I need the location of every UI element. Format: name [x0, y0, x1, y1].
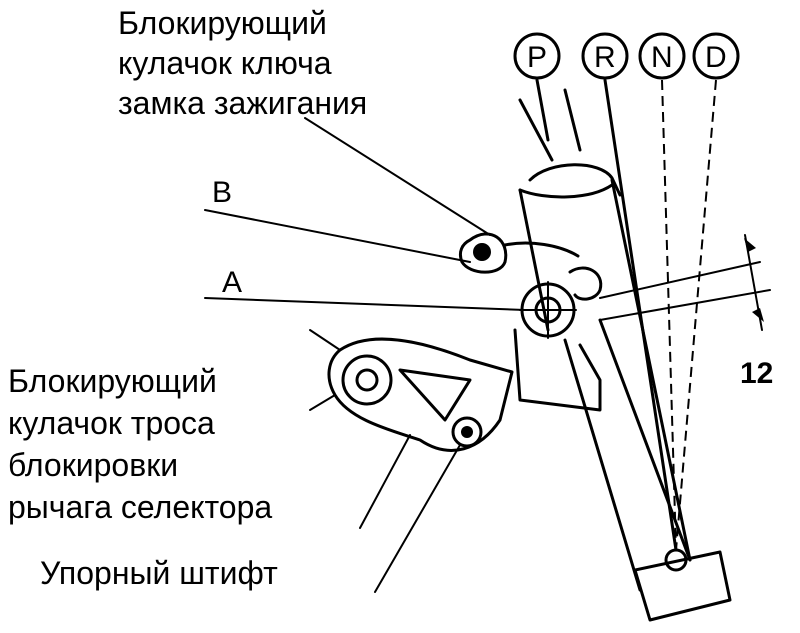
- ignition-cam-line-3: замка зажигания: [118, 85, 367, 121]
- n-line: [661, 79, 677, 551]
- dim-line-upper: [599, 261, 761, 299]
- lever-upper-shaft: [518, 88, 582, 162]
- ignition-key-cam-label: Блокирующий кулачок ключа замка зажигани…: [118, 5, 367, 121]
- lever-knob-top: [528, 163, 622, 197]
- p-line: [535, 78, 550, 142]
- cable-cam-body: [327, 337, 514, 452]
- ignition-cam-body: [458, 232, 508, 274]
- position-marker-n: N: [638, 32, 686, 80]
- point-b-label: B: [212, 176, 232, 209]
- point-a-label: A: [222, 266, 242, 299]
- dimension-label: 12: [740, 357, 773, 390]
- ignition-cam-line-1: Блокирующий: [118, 5, 327, 41]
- dimension-12: [599, 234, 771, 331]
- cable-cam-tick-2: [309, 394, 336, 411]
- cable-cam-line-2: кулачок троса: [8, 405, 215, 441]
- bracket-plate: [513, 328, 602, 412]
- position-letter-d: D: [705, 41, 727, 74]
- cable-cam-hub-inner: [355, 368, 379, 392]
- ignition-cam-pin: [473, 243, 491, 261]
- central-pivot: [513, 266, 603, 412]
- cable-cam: [309, 329, 514, 452]
- stop-pin-center: [461, 426, 473, 438]
- position-marker-p: P: [513, 32, 561, 80]
- d-line: [675, 79, 717, 551]
- lever-body-edges: [518, 178, 692, 562]
- lever-collar: [518, 183, 614, 199]
- cable-cam-line-1: Блокирующий: [8, 363, 217, 399]
- position-circle-d: [692, 32, 740, 80]
- cable-cam-tick-1: [309, 329, 341, 351]
- selector-lever: [518, 88, 732, 622]
- dim-arrow-bottom: [752, 308, 764, 322]
- leader-stop-pin: [374, 444, 461, 593]
- detent-hook: [568, 266, 603, 301]
- cable-cam-line-4: рычага селектора: [8, 489, 272, 525]
- cable-cam-line-3: блокировки: [8, 447, 178, 483]
- position-circle-p: [513, 32, 561, 80]
- cable-cam-label: Блокирующий кулачок троса блокировки рыч…: [8, 363, 272, 525]
- position-circle-n: [638, 32, 686, 80]
- position-letter-n: N: [651, 41, 673, 74]
- lever-foot: [633, 550, 732, 622]
- cable-cam-hub-outer: [341, 354, 393, 406]
- position-marker-d: D: [692, 32, 740, 80]
- position-letter-r: R: [594, 41, 616, 74]
- position-letter-p: P: [527, 41, 547, 74]
- ignition-cam-line-2: кулачок ключа: [118, 45, 332, 81]
- ignition-cam: [458, 232, 580, 274]
- cable-cam-cutout: [398, 368, 472, 422]
- ignition-cam-arm: [503, 241, 580, 258]
- stop-pin: [451, 416, 483, 448]
- dim-arrow-top: [744, 238, 756, 252]
- leader-lines: [204, 117, 526, 593]
- lever-lower-body: [563, 318, 692, 592]
- leader-ignition-cam: [304, 117, 491, 236]
- lever-pivot: [664, 548, 688, 572]
- stop-pin-label: Упорный штифт: [40, 555, 278, 591]
- leader-cable-cam: [359, 434, 411, 529]
- position-circle-r: [581, 32, 629, 80]
- position-marker-r: R: [581, 32, 629, 80]
- dim-line-lower: [599, 289, 771, 321]
- leader-b: [204, 209, 471, 263]
- leader-a: [204, 297, 526, 311]
